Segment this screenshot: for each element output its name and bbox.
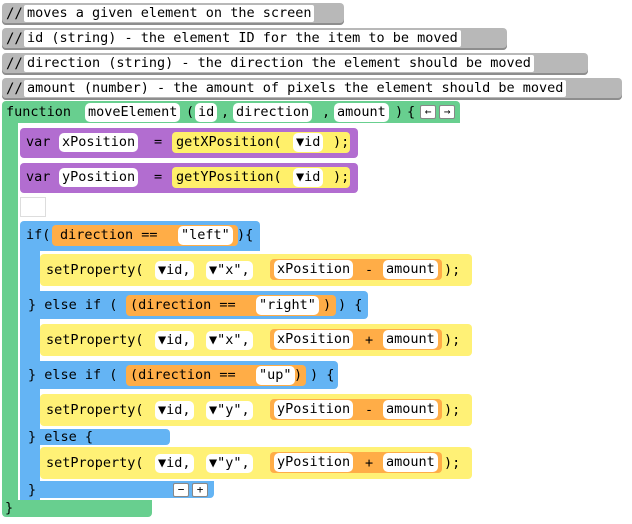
var-keyword: var [26, 134, 51, 150]
variable-amount[interactable]: amount [383, 260, 438, 279]
condition-text: direction == [60, 227, 158, 243]
comment-text[interactable]: amount (number) - the amount of pixels t… [24, 80, 567, 97]
function-rparen: ) [395, 104, 404, 120]
function-name-field[interactable]: moveElement [85, 103, 181, 122]
param-id[interactable]: id [195, 103, 218, 122]
comment-slash: // [6, 31, 23, 47]
else-if-close: ) { [310, 367, 335, 383]
comment-block-2[interactable]: // id (string) - the element ID for the … [2, 28, 507, 50]
comment-text[interactable]: id (string) - the element ID for the ite… [24, 30, 461, 47]
set-property-label: setProperty( [46, 402, 144, 418]
function-block-footer [2, 500, 152, 517]
operator-plus[interactable]: + [365, 332, 374, 348]
get-x-position-label: getXPosition( [176, 134, 282, 150]
comment-text[interactable]: direction (string) - the direction the e… [24, 55, 534, 72]
param-comma: , [322, 104, 331, 120]
property-dropdown[interactable]: ▼"x", [206, 331, 253, 350]
comment-block-3[interactable]: // direction (string) - the direction th… [2, 53, 588, 75]
variable-amount[interactable]: amount [383, 453, 438, 472]
call-close: ); [444, 455, 461, 471]
comment-slash: // [6, 56, 23, 72]
id-dropdown[interactable]: ▼id, [155, 454, 194, 473]
add-param-button[interactable]: → [439, 105, 455, 119]
get-y-position-label: getYPosition( [176, 169, 282, 185]
set-property-label: setProperty( [46, 262, 144, 278]
condition-paren: ) [294, 367, 303, 383]
condition-text: (direction == [130, 297, 236, 313]
variable-xposition[interactable]: xPosition [274, 330, 354, 349]
if-block-footer [20, 481, 214, 498]
id-dropdown[interactable]: ▼id, [155, 261, 194, 280]
condition-text: (direction == [130, 367, 236, 383]
var-equals: = [154, 169, 163, 185]
var-equals: = [154, 134, 163, 150]
string-right[interactable]: "right" [256, 296, 319, 315]
variable-xposition[interactable]: xPosition [274, 260, 354, 279]
set-property-label: setProperty( [46, 332, 144, 348]
variable-amount[interactable]: amount [383, 330, 438, 349]
var-keyword: var [26, 169, 51, 185]
set-property-label: setProperty( [46, 455, 144, 471]
operator-minus[interactable]: - [365, 262, 374, 278]
operator-plus[interactable]: + [365, 455, 374, 471]
else-if-close: ) { [338, 297, 363, 313]
function-keyword: function [6, 104, 72, 120]
param-direction[interactable]: direction [233, 103, 313, 122]
id-dropdown[interactable]: ▼id [293, 133, 324, 152]
empty-statement-slot[interactable] [20, 197, 46, 217]
property-dropdown[interactable]: ▼"y", [206, 454, 253, 473]
id-dropdown[interactable]: ▼id [293, 168, 324, 187]
call-close: ); [444, 332, 461, 348]
if-close: ){ [237, 227, 254, 243]
else-if-keyword: } else if ( [28, 367, 118, 383]
call-close: ); [333, 169, 350, 185]
function-close-brace: } [5, 500, 14, 516]
call-close: ); [333, 134, 350, 150]
call-close: ); [444, 402, 461, 418]
call-close: ); [444, 262, 461, 278]
function-open-brace: { [407, 104, 416, 120]
property-dropdown[interactable]: ▼"y", [206, 401, 253, 420]
variable-amount[interactable]: amount [383, 400, 438, 419]
param-comma: , [221, 104, 230, 120]
comment-text[interactable]: moves a given element on the screen [24, 5, 315, 22]
comment-block-1[interactable]: // moves a given element on the screen [2, 3, 344, 25]
var-name-field[interactable]: yPosition [59, 168, 139, 187]
id-dropdown[interactable]: ▼id, [155, 401, 194, 420]
condition-paren: ) [323, 297, 332, 313]
comment-slash: // [6, 6, 23, 22]
id-dropdown[interactable]: ▼id, [155, 331, 194, 350]
else-if-keyword: } else if ( [28, 297, 118, 313]
variable-yposition[interactable]: yPosition [274, 400, 354, 419]
variable-yposition[interactable]: yPosition [274, 453, 354, 472]
if-end-brace: } [28, 482, 37, 498]
string-up[interactable]: "up" [256, 366, 295, 385]
function-lparen: ( [186, 104, 195, 120]
comment-slash: // [6, 81, 23, 97]
else-keyword: } else { [28, 429, 94, 445]
param-amount[interactable]: amount [334, 103, 389, 122]
operator-minus[interactable]: - [365, 402, 374, 418]
string-left[interactable]: "left" [178, 226, 233, 245]
remove-else-button[interactable]: − [173, 483, 189, 497]
comment-block-4[interactable]: // amount (number) - the amount of pixel… [2, 78, 622, 100]
property-dropdown[interactable]: ▼"x", [206, 261, 253, 280]
else-row [20, 429, 170, 445]
var-name-field[interactable]: xPosition [59, 133, 139, 152]
function-block-spine [2, 120, 18, 510]
add-else-button[interactable]: + [192, 483, 208, 497]
remove-param-button[interactable]: ← [420, 105, 436, 119]
if-keyword: if( [26, 227, 51, 243]
